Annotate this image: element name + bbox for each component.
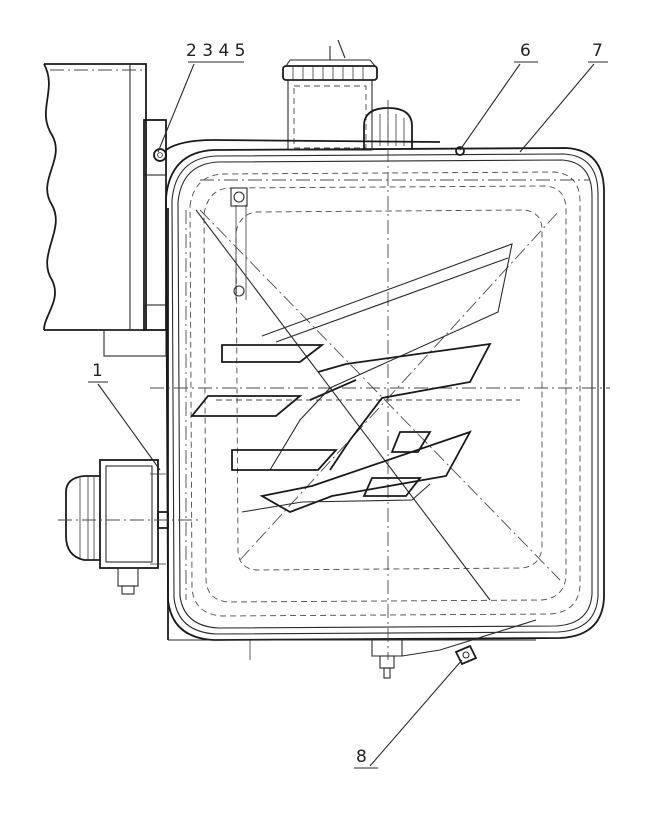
internal-baffles: [150, 187, 610, 601]
fuel-tank-body: [165, 147, 605, 641]
callout-label-6: 6: [520, 41, 531, 61]
strap-clamp: [454, 644, 478, 666]
frame-rail: [43, 63, 167, 357]
mounting-bracket: [143, 119, 167, 331]
top-strap: [165, 139, 465, 156]
callout-label-7: 7: [592, 41, 603, 61]
callout-label-2-5: 2 3 4 5: [186, 41, 245, 61]
bottom-drain-plug: [249, 619, 537, 679]
side-valve-assembly: [58, 459, 200, 595]
callout-label-1: 1: [92, 361, 103, 381]
callout-label-8: 8: [356, 747, 367, 767]
leader-lines: [88, 61, 608, 769]
filler-neck: [282, 39, 378, 151]
brand-logo-emblem: [190, 243, 513, 513]
